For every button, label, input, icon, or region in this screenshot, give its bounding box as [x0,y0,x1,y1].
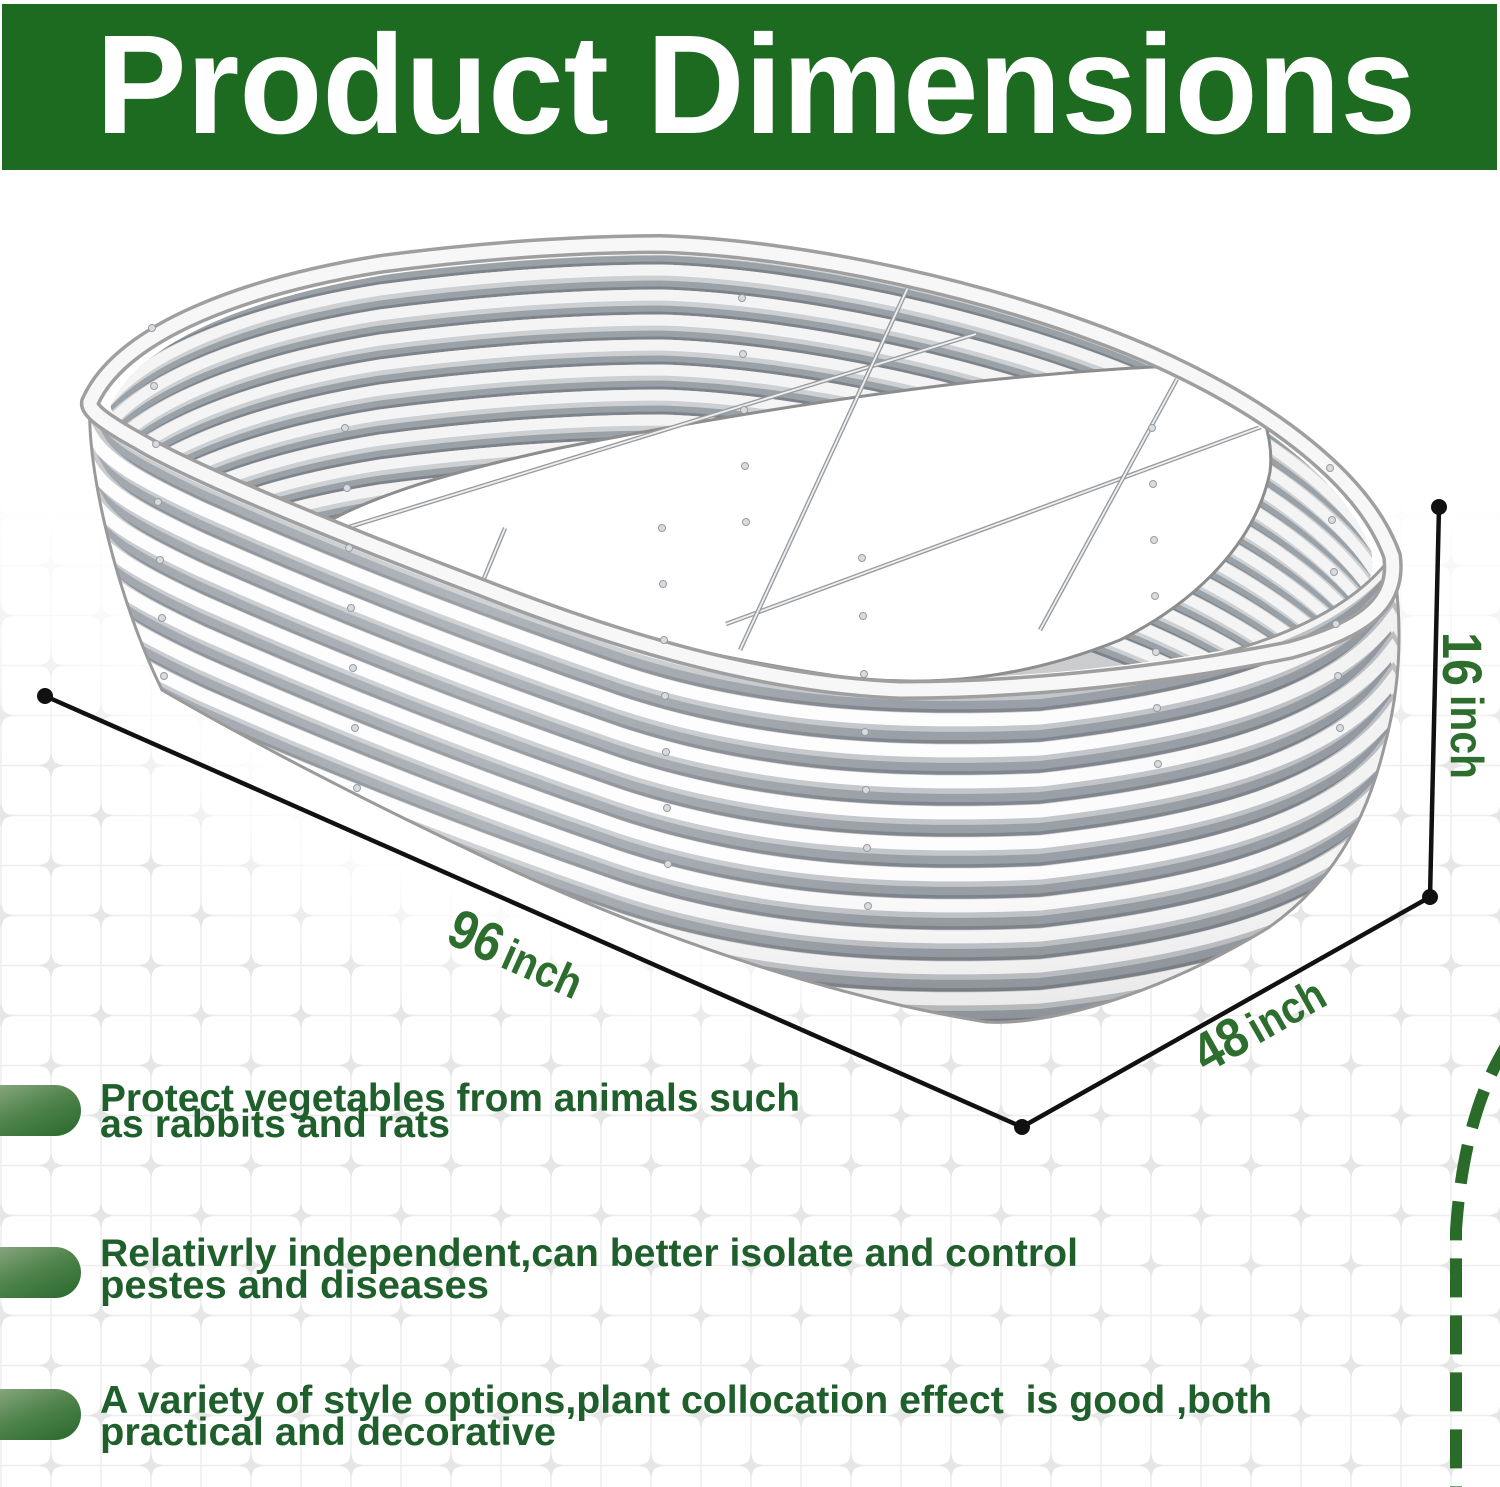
svg-text:pestes and diseases: pestes and diseases [100,1264,489,1307]
svg-text:as rabbits and rats: as rabbits and rats [100,1103,450,1146]
svg-text:Protect vegetables from animal: Protect vegetables from animals such [100,1077,800,1120]
svg-text:Product Dimensions: Product Dimensions [96,5,1416,163]
svg-text:A variety of style options,pla: A variety of style options,plant colloca… [100,1379,1272,1422]
svg-text:inch: inch [1441,695,1493,779]
svg-text:16: 16 [1431,632,1494,686]
svg-text:practical and decorative: practical and decorative [100,1411,556,1454]
svg-text:Relativrly independent,can bet: Relativrly independent,can better isolat… [100,1232,1078,1275]
